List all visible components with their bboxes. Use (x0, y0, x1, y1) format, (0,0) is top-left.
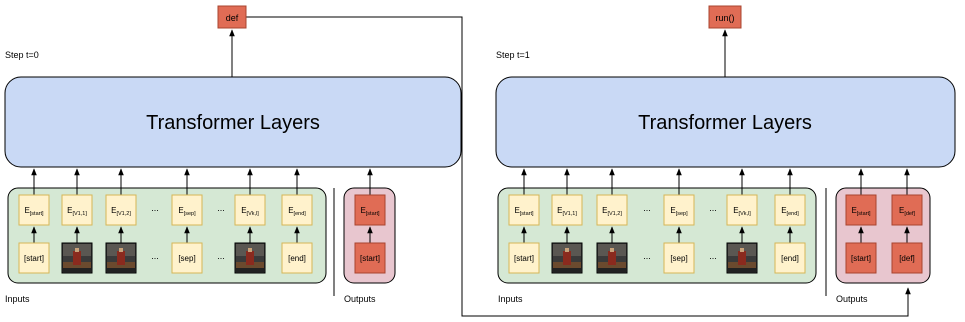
feedback-connector (246, 16, 911, 317)
step0-input-image-tile-4 (234, 242, 266, 274)
step0-input-token-label-0: [start] (24, 254, 44, 263)
step1-outputs-label: Outputs (836, 294, 868, 304)
step0-transformer-title: Transformer Layers (146, 112, 320, 134)
step1-input-token-label-5: [end] (781, 254, 799, 263)
step0-output-token-label-0: [start] (360, 254, 380, 263)
step1-label: Step t=1 (496, 50, 530, 60)
step1-input-embedding-1-box (551, 194, 583, 226)
step1-ellipsis-1-1: ... (709, 251, 717, 261)
step0-ellipsis-1-0: ... (217, 203, 225, 213)
step0-output-token-box-0 (354, 242, 386, 274)
step0-input-embedding-2-label: E[V1,2] (111, 206, 131, 217)
step1-output-columns: E[start] [start] E[def] [def] (845, 168, 923, 274)
step1-input-embedding-2-label: E[V1,2] (602, 206, 622, 217)
step0-output-columns: E[start] [start] (354, 168, 386, 274)
step1-input-embedding-1-label: E[V1,1] (557, 206, 577, 217)
step1-input-embedding-0-label: E[start] (514, 206, 534, 217)
step1-output-token-box-0 (845, 242, 877, 274)
step0-transformer-block (4, 76, 462, 168)
step1-output-token-box-1 (891, 242, 923, 274)
step0-input-embedding-5-label: E[end] (288, 206, 306, 217)
step1-input-embedding-0-box (508, 194, 540, 226)
step1-input-embedding-5-box (774, 194, 806, 226)
step0-input-token-box-0 (18, 242, 50, 274)
step1-output-embedding-0-box (845, 194, 877, 226)
step0-group: Step t=0 def Transformer Layers Inputs O… (4, 5, 462, 304)
step0-output-token-box (217, 5, 247, 29)
step0-input-columns: E[start] [start] E[V1,1] E[V1,2] E[sep] [sep]… (18, 168, 313, 274)
step0-outputs-label: Outputs (344, 294, 376, 304)
step0-input-embedding-2-box (105, 194, 137, 226)
step0-input-embedding-0-box (18, 194, 50, 226)
step1-ellipsis-0-1: ... (643, 251, 651, 261)
step1-inputs-label: Inputs (498, 294, 523, 304)
step0-input-token-label-5: [end] (288, 254, 306, 263)
step1-input-embedding-2-box (596, 194, 628, 226)
step0-input-embedding-5-box (281, 194, 313, 226)
step0-output-token: def (226, 13, 239, 23)
step1-ellipsis-1-0: ... (709, 203, 717, 213)
step1-input-columns: E[start] [start] E[V1,1] E[V1,2] E[sep] [sep]… (508, 168, 806, 274)
step1-output-embedding-0-label: E[start] (851, 206, 871, 217)
step0-input-embedding-4-label: E[Vk,l] (241, 206, 259, 217)
step1-inputs-panel (497, 187, 817, 284)
step0-input-image-tile-1 (61, 242, 93, 274)
step0-inputs-panel (7, 187, 327, 284)
step1-transformer-title: Transformer Layers (638, 112, 812, 134)
step0-ellipsis-0-0: ... (151, 203, 159, 213)
step1-input-token-box-3 (663, 242, 695, 274)
step0-inputs-label: Inputs (5, 294, 30, 304)
step1-input-embedding-3-box (663, 194, 695, 226)
step1-output-token-box (708, 5, 742, 29)
step0-input-embedding-1-label: E[V1,1] (67, 206, 87, 217)
step1-input-image-tile-4 (726, 242, 758, 274)
step1-transformer-block (495, 76, 956, 168)
step1-input-token-label-0: [start] (514, 254, 534, 263)
step1-output-embedding-1-box (891, 194, 923, 226)
step1-group: Step t=1 run() Transformer Layers Inputs… (495, 5, 956, 304)
step1-input-embedding-5-label: E[end] (781, 206, 799, 217)
step1-ellipsis-0-0: ... (643, 203, 651, 213)
step1-input-embedding-4-box (726, 194, 758, 226)
step0-input-image-tile-2 (105, 242, 137, 274)
step1-input-token-box-0 (508, 242, 540, 274)
step1-input-token-box-5 (774, 242, 806, 274)
step1-input-image-tile-2 (596, 242, 628, 274)
step0-label: Step t=0 (5, 50, 39, 60)
step1-output-token-label-0: [start] (851, 254, 871, 263)
step1-input-token-label-3: [sep] (670, 254, 687, 263)
step1-output-token-label-1: [def] (899, 254, 915, 263)
step1-output-embedding-1-label: E[def] (899, 206, 916, 217)
step1-input-embedding-3-label: E[sep] (670, 206, 688, 217)
step0-output-embedding-0-box (354, 194, 386, 226)
step0-input-embedding-3-box (171, 194, 203, 226)
step0-input-token-box-3 (171, 242, 203, 274)
step0-ellipsis-1-1: ... (217, 251, 225, 261)
step0-input-token-box-5 (281, 242, 313, 274)
step1-input-image-tile-1 (551, 242, 583, 274)
step0-input-token-label-3: [sep] (178, 254, 195, 263)
step0-output-embedding-0-label: E[start] (360, 206, 380, 217)
step1-output-token: run() (715, 13, 734, 23)
step0-ellipsis-0-1: ... (151, 251, 159, 261)
step0-input-embedding-0-label: E[start] (24, 206, 44, 217)
step1-input-embedding-4-label: E[Vk,l] (733, 206, 751, 217)
step0-input-embedding-4-box (234, 194, 266, 226)
step0-input-embedding-3-label: E[sep] (178, 206, 196, 217)
step0-input-embedding-1-box (61, 194, 93, 226)
